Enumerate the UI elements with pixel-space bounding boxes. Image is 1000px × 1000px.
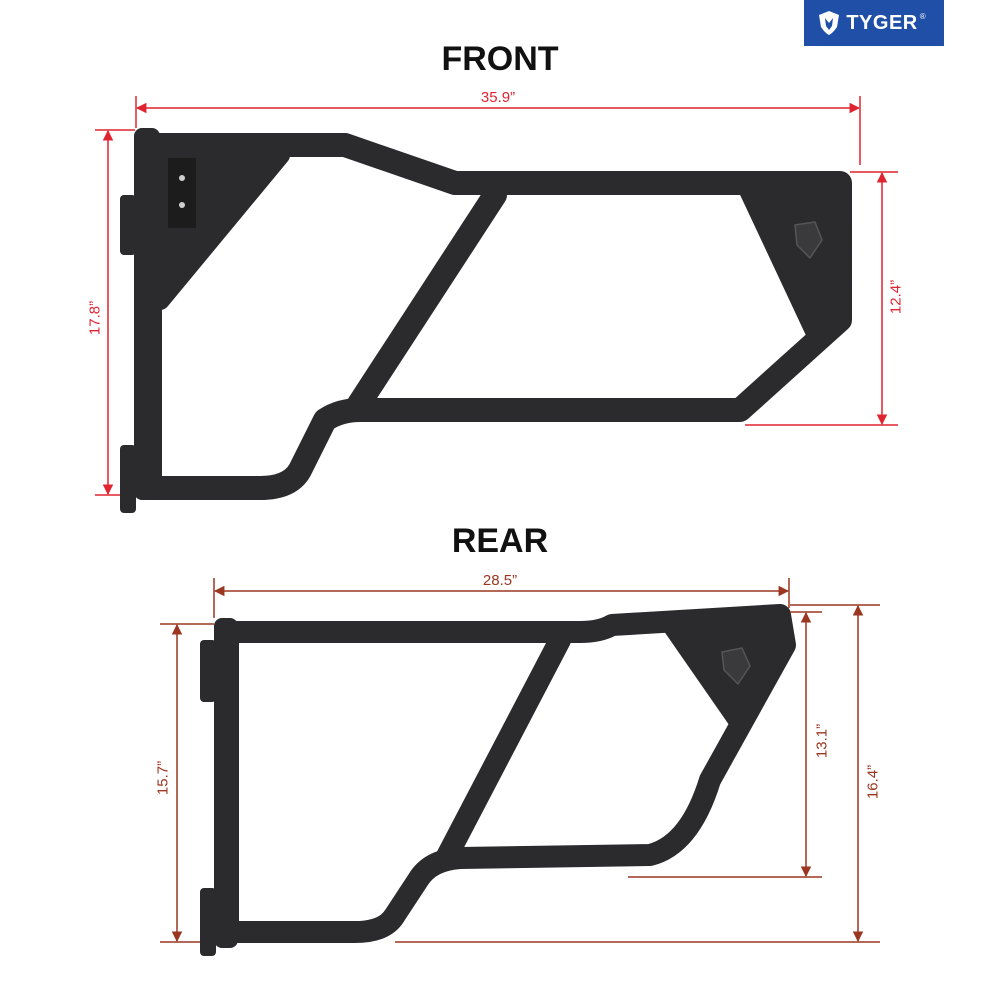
front-dimensions <box>95 96 898 496</box>
rear-door <box>200 604 796 956</box>
shield-icon <box>819 11 840 35</box>
brand-logo: TYGER ® <box>804 0 944 46</box>
front-strap-bracket <box>168 158 196 228</box>
front-width-label: 35.9” <box>476 89 520 106</box>
brand-name: TYGER <box>846 11 918 34</box>
front-door <box>120 128 852 513</box>
registered-mark: ® <box>919 11 926 21</box>
front-hinge-post <box>134 128 160 500</box>
rear-diagonal-tube <box>434 629 571 871</box>
front-emblem-icon <box>794 221 823 259</box>
front-upper-hinge <box>120 195 136 255</box>
rear-hinge-post <box>214 618 238 948</box>
front-title: FRONT <box>441 40 559 78</box>
rear-emblem-icon <box>721 647 751 685</box>
front-frame-tube <box>138 133 852 500</box>
rear-lower-hinge <box>200 888 216 956</box>
rear-height-label: 16.4” <box>864 760 882 804</box>
front-right-plate <box>738 176 850 352</box>
front-inner-height-label: 12.4” <box>887 275 905 319</box>
front-height-label: 17.8” <box>86 296 104 340</box>
rear-title: REAR <box>451 522 549 560</box>
rear-left-height-label: 15.7” <box>154 756 172 800</box>
rear-width-label: 28.5” <box>478 572 522 589</box>
rear-inner-height-label: 13.1” <box>813 719 831 763</box>
front-left-plate <box>138 138 277 322</box>
rear-upper-hinge <box>200 640 216 702</box>
rear-frame-tube <box>217 604 796 943</box>
front-diagonal-tube <box>343 183 507 422</box>
front-lower-hinge <box>120 445 136 513</box>
rear-dimensions <box>160 578 880 943</box>
